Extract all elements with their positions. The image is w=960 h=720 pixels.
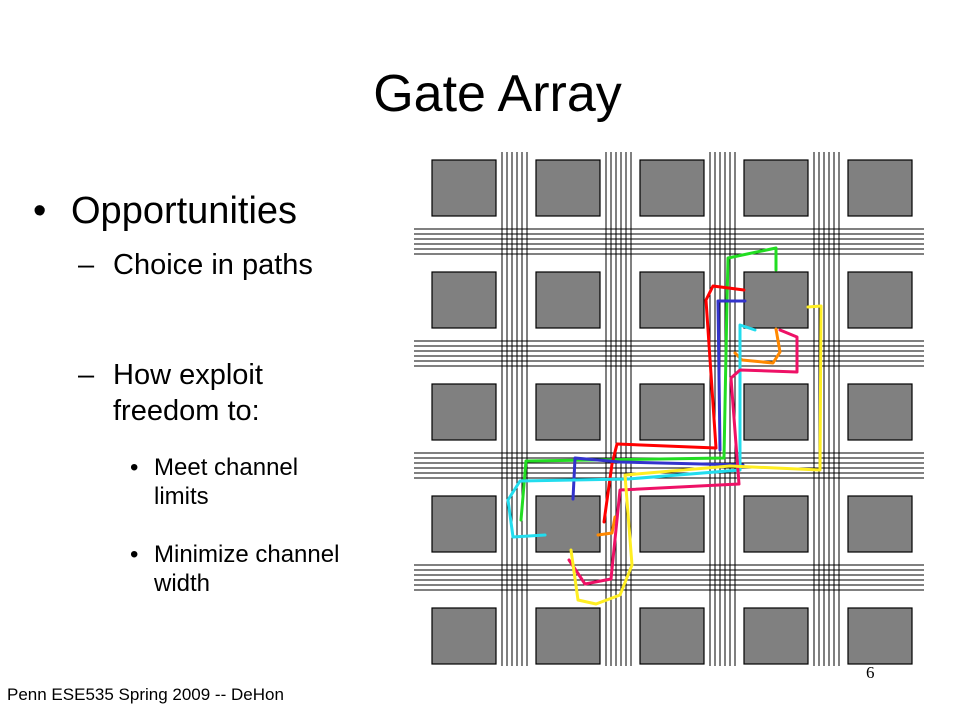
- gate-cell-r3-c3: [639, 383, 705, 441]
- subbullet-how-exploit: – How exploit freedom to:: [78, 357, 318, 429]
- gate-cell-r2-c4: [743, 271, 809, 329]
- net-red-1: [602, 284, 746, 524]
- gate-cell-r5-c3: [639, 607, 705, 665]
- bullet-opportunities: • Opportunities: [33, 188, 297, 234]
- slide-title: Gate Array: [373, 65, 622, 123]
- routed-nets: [506, 246, 823, 606]
- gate-cell-r2-c1: [431, 271, 497, 329]
- gate-cell-r3-c4: [743, 383, 809, 441]
- gate-cell-r1-c3: [639, 159, 705, 217]
- gate-cell-r1-c2: [535, 159, 601, 217]
- gate-cell-r3-c1: [431, 383, 497, 441]
- net-yellow-1: [569, 304, 823, 606]
- gate-cell-r5-c4: [743, 607, 809, 665]
- subbullet-choice-in-paths: – Choice in paths: [78, 247, 393, 283]
- bullet-text: How exploit freedom to:: [113, 359, 263, 427]
- bullet-text: Meet channel limits: [154, 454, 299, 510]
- gate-cell-r5-c5: [847, 607, 913, 665]
- subsubbullet-meet-channel-limits: • Meet channel limits: [130, 453, 334, 511]
- bullet-marker: •: [33, 190, 47, 232]
- footer-course-label: Penn ESE535 Spring 2009 -- DeHon: [7, 685, 284, 704]
- gate-cells: [431, 159, 913, 665]
- gate-cell-r5-c2: [535, 607, 601, 665]
- gate-cell-r4-c2: [535, 495, 601, 553]
- bullet-marker: •: [130, 541, 139, 568]
- gate-cell-r4-c1: [431, 495, 497, 553]
- page-number: 6: [866, 663, 875, 682]
- gate-cell-r2-c3: [639, 271, 705, 329]
- net-green-1: [519, 246, 778, 522]
- bullet-text: Minimize channel width: [154, 541, 340, 597]
- gate-cell-r4-c3: [639, 495, 705, 553]
- gate-cell-r3-c5: [847, 383, 913, 441]
- net-magenta-1: [567, 328, 799, 586]
- net-cyan-1: [506, 323, 757, 539]
- bullet-text: Opportunities: [71, 190, 298, 232]
- bullet-marker: •: [130, 454, 139, 481]
- gate-cell-r4-c5: [847, 495, 913, 553]
- gate-cell-r1-c4: [743, 159, 809, 217]
- gate-cell-r2-c2: [535, 271, 601, 329]
- gate-cell-r1-c5: [847, 159, 913, 217]
- gate-cell-r1-c1: [431, 159, 497, 217]
- gate-cell-r2-c5: [847, 271, 913, 329]
- gate-cell-r3-c2: [535, 383, 601, 441]
- subsubbullet-minimize-channel-width: • Minimize channel width: [130, 540, 354, 598]
- bullet-marker: –: [78, 249, 95, 281]
- gate-cell-r5-c1: [431, 607, 497, 665]
- gate-cell-r4-c4: [743, 495, 809, 553]
- bullet-text: Choice in paths: [113, 249, 313, 281]
- bullet-marker: –: [78, 359, 95, 391]
